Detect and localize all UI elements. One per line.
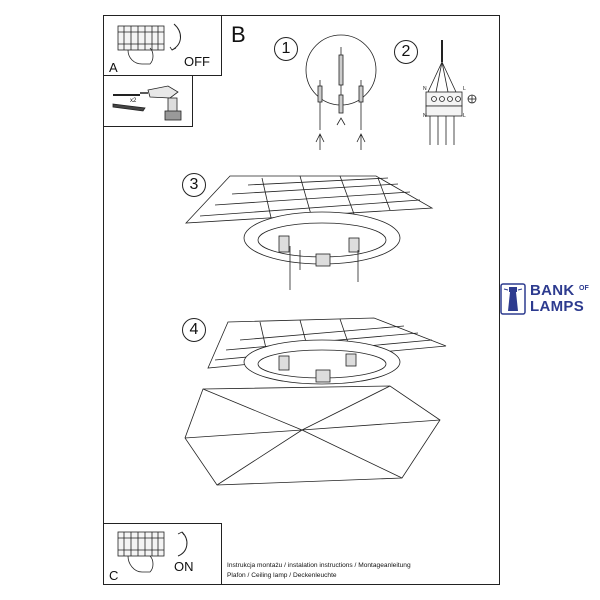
instruction-sheet	[103, 15, 500, 585]
terminal-label-n1: N	[423, 86, 427, 92]
caption-line-2: Plafon / Ceiling lamp / Deckenleuchte	[227, 572, 337, 579]
panel-a-letter: A	[109, 60, 118, 75]
terminal-label-l2: L	[463, 113, 466, 119]
step-2-wiring-drawing	[425, 40, 477, 145]
step-4-ceiling-plate	[207, 317, 447, 385]
hand-switch-icon-c	[127, 531, 188, 573]
terminal-label-l1: L	[463, 86, 466, 92]
hand-switch-icon	[127, 23, 181, 65]
dowel-count: x2	[130, 98, 137, 104]
step-1-number: 1	[274, 37, 298, 61]
step-3-number: 3	[182, 173, 206, 197]
logo-word-of: OF	[579, 285, 589, 292]
terminal-label-n2: N	[423, 113, 427, 119]
terminal-block-icon	[117, 25, 165, 51]
off-label: OFF	[184, 54, 210, 69]
logo-word-bank: BANK	[530, 282, 575, 299]
step-1-drawing	[305, 34, 377, 150]
on-label: ON	[174, 559, 194, 574]
step-2-number: 2	[394, 40, 418, 64]
section-b-letter: B	[231, 22, 246, 47]
dowel-icon	[112, 94, 146, 112]
step-4-number: 4	[182, 318, 206, 342]
drill-icon	[140, 85, 182, 121]
panel-c-letter: C	[109, 568, 119, 583]
caption-line-1: Instrukcja montażu / instalation instruc…	[227, 562, 411, 569]
terminal-block-icon-c	[117, 531, 165, 557]
logo-word-lamps: LAMPS	[530, 298, 584, 315]
step-3-ceiling-plate	[185, 175, 434, 290]
hexagonal-shade	[184, 385, 441, 486]
lighthouse-icon	[500, 283, 526, 315]
